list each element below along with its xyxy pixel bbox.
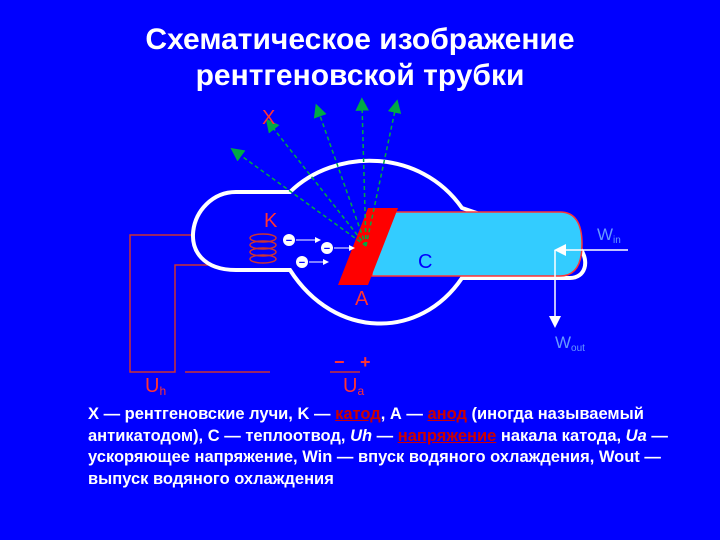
xray-beam-4 [355,97,369,247]
caption: X — рентгеновские лучи, K — катод, А — а… [88,405,668,488]
label-win: Win [597,225,621,246]
electron-2: − [321,242,355,255]
label-uh: Uh [145,375,166,398]
water-pipes [549,244,628,328]
circuit-wires [129,234,360,373]
title-line-2: рентгеновской трубки [195,59,525,92]
label-minus: − [334,352,345,372]
svg-text:−: − [286,235,292,247]
xray-beam-2 [265,118,367,247]
xray-tube-diagram: − − − X K A C Win Wout Uh Ua − + [129,97,628,398]
slide-title: Схематическое изображение рентгеновской … [0,22,720,94]
label-c: C [418,251,432,273]
xray-beam-1 [230,148,367,247]
label-ua: Ua [343,375,364,398]
svg-text:−: − [324,243,330,255]
label-x: X [262,107,275,129]
xray-beam-3 [313,103,367,247]
label-k: K [264,210,278,232]
cathode-coil [249,233,277,264]
electrons: − − − [283,234,355,269]
xray-beam-5 [365,99,402,247]
label-a: A [355,288,369,310]
title-line-1: Схематическое изображение [145,23,575,56]
electron-3: − [296,256,329,269]
link-anod[interactable]: анод [427,405,467,423]
filament-wire [129,234,258,373]
link-katod[interactable]: катод [335,405,381,423]
label-wout: Wout [555,333,585,354]
label-plus: + [360,352,371,372]
link-napryazhenie[interactable]: напряжение [397,426,497,445]
anode [338,208,398,285]
electron-1: − [283,234,321,247]
heat-sink [371,211,583,277]
xray-beams [230,97,402,247]
svg-text:−: − [299,257,305,269]
